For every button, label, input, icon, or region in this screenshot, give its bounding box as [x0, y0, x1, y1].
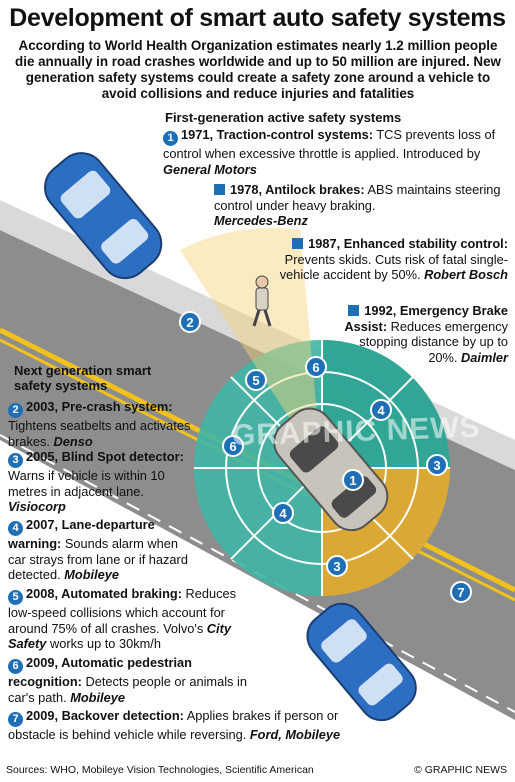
marker-7-icon: 7 [8, 712, 23, 727]
item-company: City Safety [8, 620, 231, 652]
blue-car-icon [44, 152, 163, 280]
item-title: 1978, Antilock brakes: [230, 182, 365, 197]
center-car-icon [273, 407, 389, 532]
marker-3-icon: 3 [8, 453, 23, 468]
marker-4-icon: 4 [8, 521, 23, 536]
page-title: Development of smart auto safety systems [9, 4, 506, 32]
item-company: Mobileye [70, 689, 125, 705]
item-text: Prevents skids. Cuts risk of fatal singl… [279, 251, 508, 283]
first-gen-item-3: 1987, Enhanced stability control: Preven… [250, 236, 508, 283]
item-company: Mobileye [64, 567, 119, 582]
zone-marker-3b [326, 555, 348, 577]
item-company: Mercedes-Benz [214, 213, 308, 228]
marker-2-icon: 2 [8, 403, 23, 418]
item-text: ABS maintains steering control under hea… [214, 182, 501, 213]
item-title: 1992, Emergency Brake Assist: [344, 303, 508, 334]
item-company: Denso [53, 433, 93, 449]
zone-marker-6b [222, 435, 244, 457]
item-title: 1987, Enhanced stability control: [308, 236, 508, 251]
item-company: Daimler [461, 349, 508, 365]
zone-marker-6b-label: 6 [229, 439, 236, 454]
zone-marker-4b-label: 4 [279, 506, 287, 521]
square-bullet-icon [214, 184, 225, 195]
item-text: Tightens seatbelts and activates brakes. [8, 418, 191, 449]
zone-marker-1-label: 1 [349, 473, 356, 488]
marker-6-icon: 6 [8, 659, 23, 674]
credit: © GRAPHIC NEWS [414, 764, 507, 776]
zone-marker-5 [245, 369, 267, 391]
item-text: Reduces emergency stopping distance by u… [359, 318, 508, 365]
item-company: Robert Bosch [424, 267, 508, 282]
intro-text: According to World Health Organization e… [15, 38, 501, 101]
item-title: 1971, Traction-control systems: [181, 127, 374, 142]
item-title: 2005, Blind Spot detector: [26, 449, 184, 464]
item-text: Detects people or animals in car's path. [8, 674, 247, 705]
item-text: Applies brakes if person or obstacle is … [8, 708, 339, 742]
blue-car-rear-icon [306, 602, 417, 722]
zone-marker-7 [450, 581, 472, 603]
item-title: 2009, Automatic pedestrian recognition: [8, 655, 192, 689]
zone-markers: 1 2 3 3 4 4 5 6 6 7 [179, 311, 472, 603]
first-gen-item-4: 1992, Emergency Brake Assist: Reduces em… [330, 303, 508, 365]
sources: Sources: WHO, Mobileye Vision Technologi… [6, 764, 314, 776]
item-title: 2008, Automated braking: [26, 586, 182, 601]
zone-marker-3a [426, 454, 448, 476]
next-gen-heading: Next generation smart safety systems [14, 363, 152, 393]
item-company: General Motors [163, 161, 257, 177]
zone-marker-4b [272, 502, 294, 524]
zone-marker-4a-label: 4 [377, 403, 385, 418]
item-text: Sounds alarm when car strays from lane o… [8, 536, 188, 582]
item-text: Warns if vehicle is within 10 metres in … [8, 468, 165, 499]
zone-marker-6a [305, 356, 327, 378]
zone-marker-4a [370, 399, 392, 421]
zone-marker-3a-label: 3 [433, 458, 440, 473]
item-text: TCS prevents loss of control when excess… [163, 127, 496, 161]
square-bullet-icon [292, 238, 304, 249]
item-title: 2007, Lane-departure warning: [8, 517, 155, 551]
marker-5-icon: 5 [8, 590, 23, 605]
zone-marker-3b-label: 3 [333, 559, 340, 574]
square-bullet-icon [348, 305, 360, 316]
item-company: Visiocorp [8, 499, 66, 514]
item-company: Ford, Mobileye [249, 727, 341, 742]
zone-marker-2-label: 2 [186, 315, 193, 330]
marker-1-icon: 1 [163, 131, 178, 146]
first-gen-item-2: 1978, Antilock brakes: ABS maintains ste… [214, 182, 509, 229]
item-text: Reduces low-speed collisions which accou… [8, 586, 237, 636]
zone-marker-7-label: 7 [457, 585, 464, 600]
zone-marker-6a-label: 6 [312, 360, 319, 375]
item-title: 2009, Backover detection: [26, 708, 184, 723]
pedestrian-icon [252, 275, 272, 327]
zone-marker-2 [179, 311, 201, 333]
first-gen-heading: First-generation active safety systems [165, 110, 402, 125]
item-title: 2003, Pre-crash system: [26, 399, 173, 414]
item-text-2: works up to 30km/h [46, 636, 161, 651]
zone-marker-1 [342, 469, 364, 491]
zone-marker-5-label: 5 [252, 373, 259, 388]
